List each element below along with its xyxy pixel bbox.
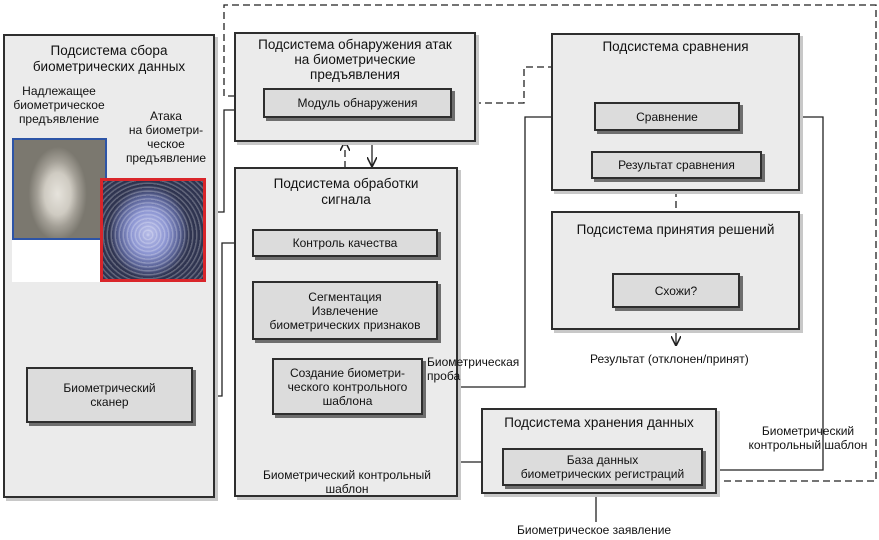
comparison-result-box: Результат сравнения: [591, 151, 762, 179]
template-creation-box: Создание биометри- ческого контрольного …: [272, 358, 423, 415]
comparison-result-label: Результат сравнения: [618, 158, 735, 172]
database-label: База данных биометрических регистраций: [520, 453, 685, 481]
genuine-fingerprint-image: [12, 138, 107, 240]
detection-module-box: Модуль обнаружения: [263, 88, 452, 118]
attack-presentation-label: Атака на биометри- ческое предъявление: [125, 109, 207, 165]
attack-fingerprint-image: [100, 178, 206, 282]
quality-control-label: Контроль качества: [292, 236, 398, 250]
compare-box: Сравнение: [594, 102, 740, 131]
template-bottom-label: Биометрический контрольный шаблон: [262, 468, 432, 496]
probe-label: Биометрическая проба: [427, 355, 520, 383]
comparison-subsystem-title: Подсистема сравнения: [602, 39, 749, 54]
storage-subsystem-title: Подсистема хранения данных: [504, 415, 694, 430]
similar-label: Схожи?: [654, 283, 698, 298]
similar-box: Схожи?: [612, 273, 740, 308]
genuine-image-padding: [12, 240, 107, 282]
attack-detection-subsystem-title: Подсистема обнаружения атак на биометрич…: [258, 37, 452, 82]
biometric-scanner-box: Биометрический сканер: [26, 367, 193, 423]
capture-subsystem-title: Подсистема сбора биометрических данных: [32, 43, 186, 74]
genuine-presentation-label: Надлежащее биометрическое предъявление: [13, 84, 105, 126]
enrollment-label: Биометрическое заявление: [517, 523, 672, 537]
database-box: База данных биометрических регистраций: [502, 448, 703, 486]
decision-subsystem-panel: Подсистема принятия решений: [551, 211, 800, 330]
segmentation-label: Сегментация Извлечение биометрических пр…: [269, 289, 421, 332]
template-right-label: Биометрический контрольный шаблон: [748, 424, 868, 452]
template-creation-label: Создание биометри- ческого контрольного …: [287, 365, 408, 408]
signal-processing-subsystem-title: Подсистема обработки сигнала: [273, 176, 419, 207]
detection-module-label: Модуль обнаружения: [297, 96, 418, 110]
decision-result-label: Результат (отклонен/принят): [590, 352, 749, 366]
attack-detection-subsystem-panel: Подсистема обнаружения атак на биометрич…: [234, 32, 476, 142]
segmentation-box: Сегментация Извлечение биометрических пр…: [252, 281, 438, 340]
compare-label: Сравнение: [636, 109, 698, 124]
decision-subsystem-title: Подсистема принятия решений: [576, 222, 775, 237]
quality-control-box: Контроль качества: [252, 229, 438, 257]
biometric-scanner-label: Биометрический сканер: [63, 381, 156, 409]
